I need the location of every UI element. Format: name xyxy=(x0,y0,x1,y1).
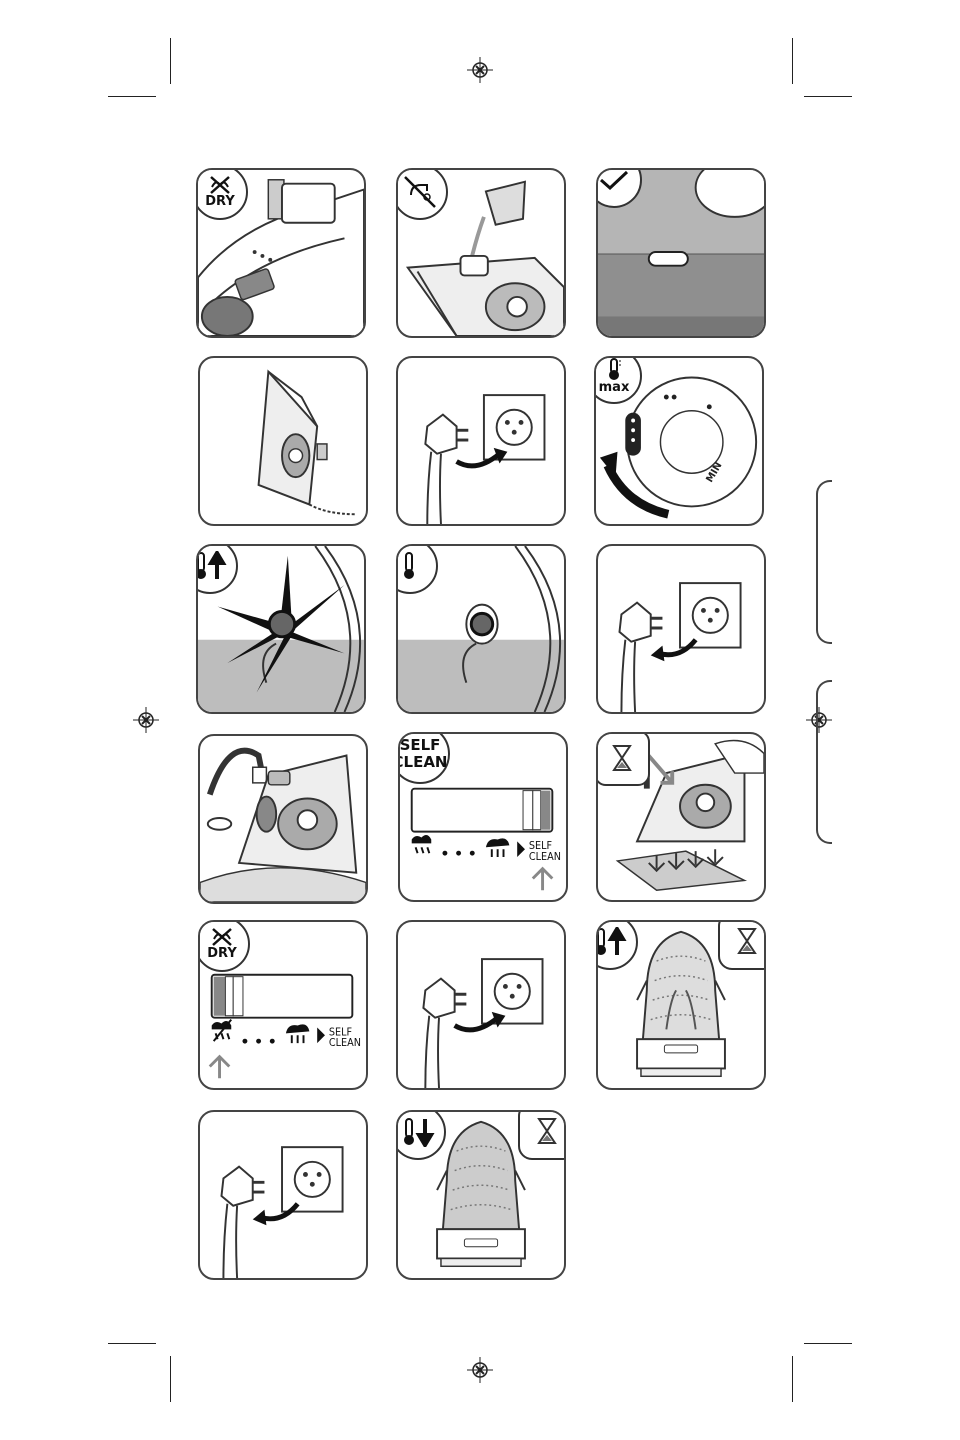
thermometer-icon xyxy=(401,551,419,581)
panel-unplug xyxy=(596,544,766,714)
side-tab xyxy=(816,480,832,644)
crop-mark xyxy=(170,1356,171,1402)
hourglass-badge xyxy=(596,732,650,786)
side-tab xyxy=(816,680,832,844)
crop-mark xyxy=(792,38,793,84)
crop-mark xyxy=(108,96,156,97)
panel-unplug-2 xyxy=(198,1110,368,1280)
crop-mark xyxy=(792,1356,793,1402)
hourglass-badge xyxy=(518,1110,566,1160)
panel-light-off xyxy=(396,544,566,714)
panel-steam-off: DRY xyxy=(196,168,366,338)
thermometer-down-icon xyxy=(401,1117,435,1147)
max-label: max xyxy=(599,381,630,395)
registration-mark xyxy=(133,707,159,733)
dry-label: DRY xyxy=(205,195,235,209)
panel-cool-wait xyxy=(396,1110,566,1280)
panel-heat-wait xyxy=(596,920,766,1090)
clean-label: CLEAN xyxy=(329,1036,361,1049)
registration-mark xyxy=(467,57,493,83)
thermometer-up-icon xyxy=(196,551,227,581)
panel-plug-in xyxy=(396,356,566,526)
thermometer-max-icon xyxy=(606,357,622,381)
hourglass-icon xyxy=(737,927,757,955)
hourglass-badge xyxy=(718,920,766,970)
registration-mark xyxy=(467,1357,493,1383)
panel-self-clean: SELF CLEAN SELF CLEAN xyxy=(398,732,568,902)
hourglass-icon xyxy=(612,744,632,772)
self-clean-line1: SELF xyxy=(400,737,441,754)
crop-mark xyxy=(108,1343,156,1344)
crop-mark xyxy=(804,1343,852,1344)
panel-max-level xyxy=(596,168,766,338)
panel-iron-over-sink xyxy=(198,734,368,904)
dry-label: DRY xyxy=(207,947,237,961)
panel-fill-water xyxy=(396,168,566,338)
no-tap-water-icon xyxy=(403,175,437,209)
panel-dry-setting: SELF CLEAN DRY xyxy=(198,920,368,1090)
thermometer-up-icon xyxy=(596,927,627,957)
clean-label: CLEAN xyxy=(529,850,561,863)
panel-steam-shot xyxy=(596,732,766,902)
crop-mark xyxy=(170,38,171,84)
panel-light-on xyxy=(196,544,366,714)
panel-set-max-temp: MIN max xyxy=(594,356,764,526)
panel-plug-in-2 xyxy=(396,920,566,1090)
hourglass-icon xyxy=(537,1117,557,1145)
panel-iron-standing xyxy=(198,356,368,526)
no-steam-icon xyxy=(208,175,232,195)
self-clean-line2: CLEAN xyxy=(398,754,447,771)
check-icon xyxy=(599,170,629,190)
crop-mark xyxy=(804,96,852,97)
no-steam-icon xyxy=(210,927,234,947)
